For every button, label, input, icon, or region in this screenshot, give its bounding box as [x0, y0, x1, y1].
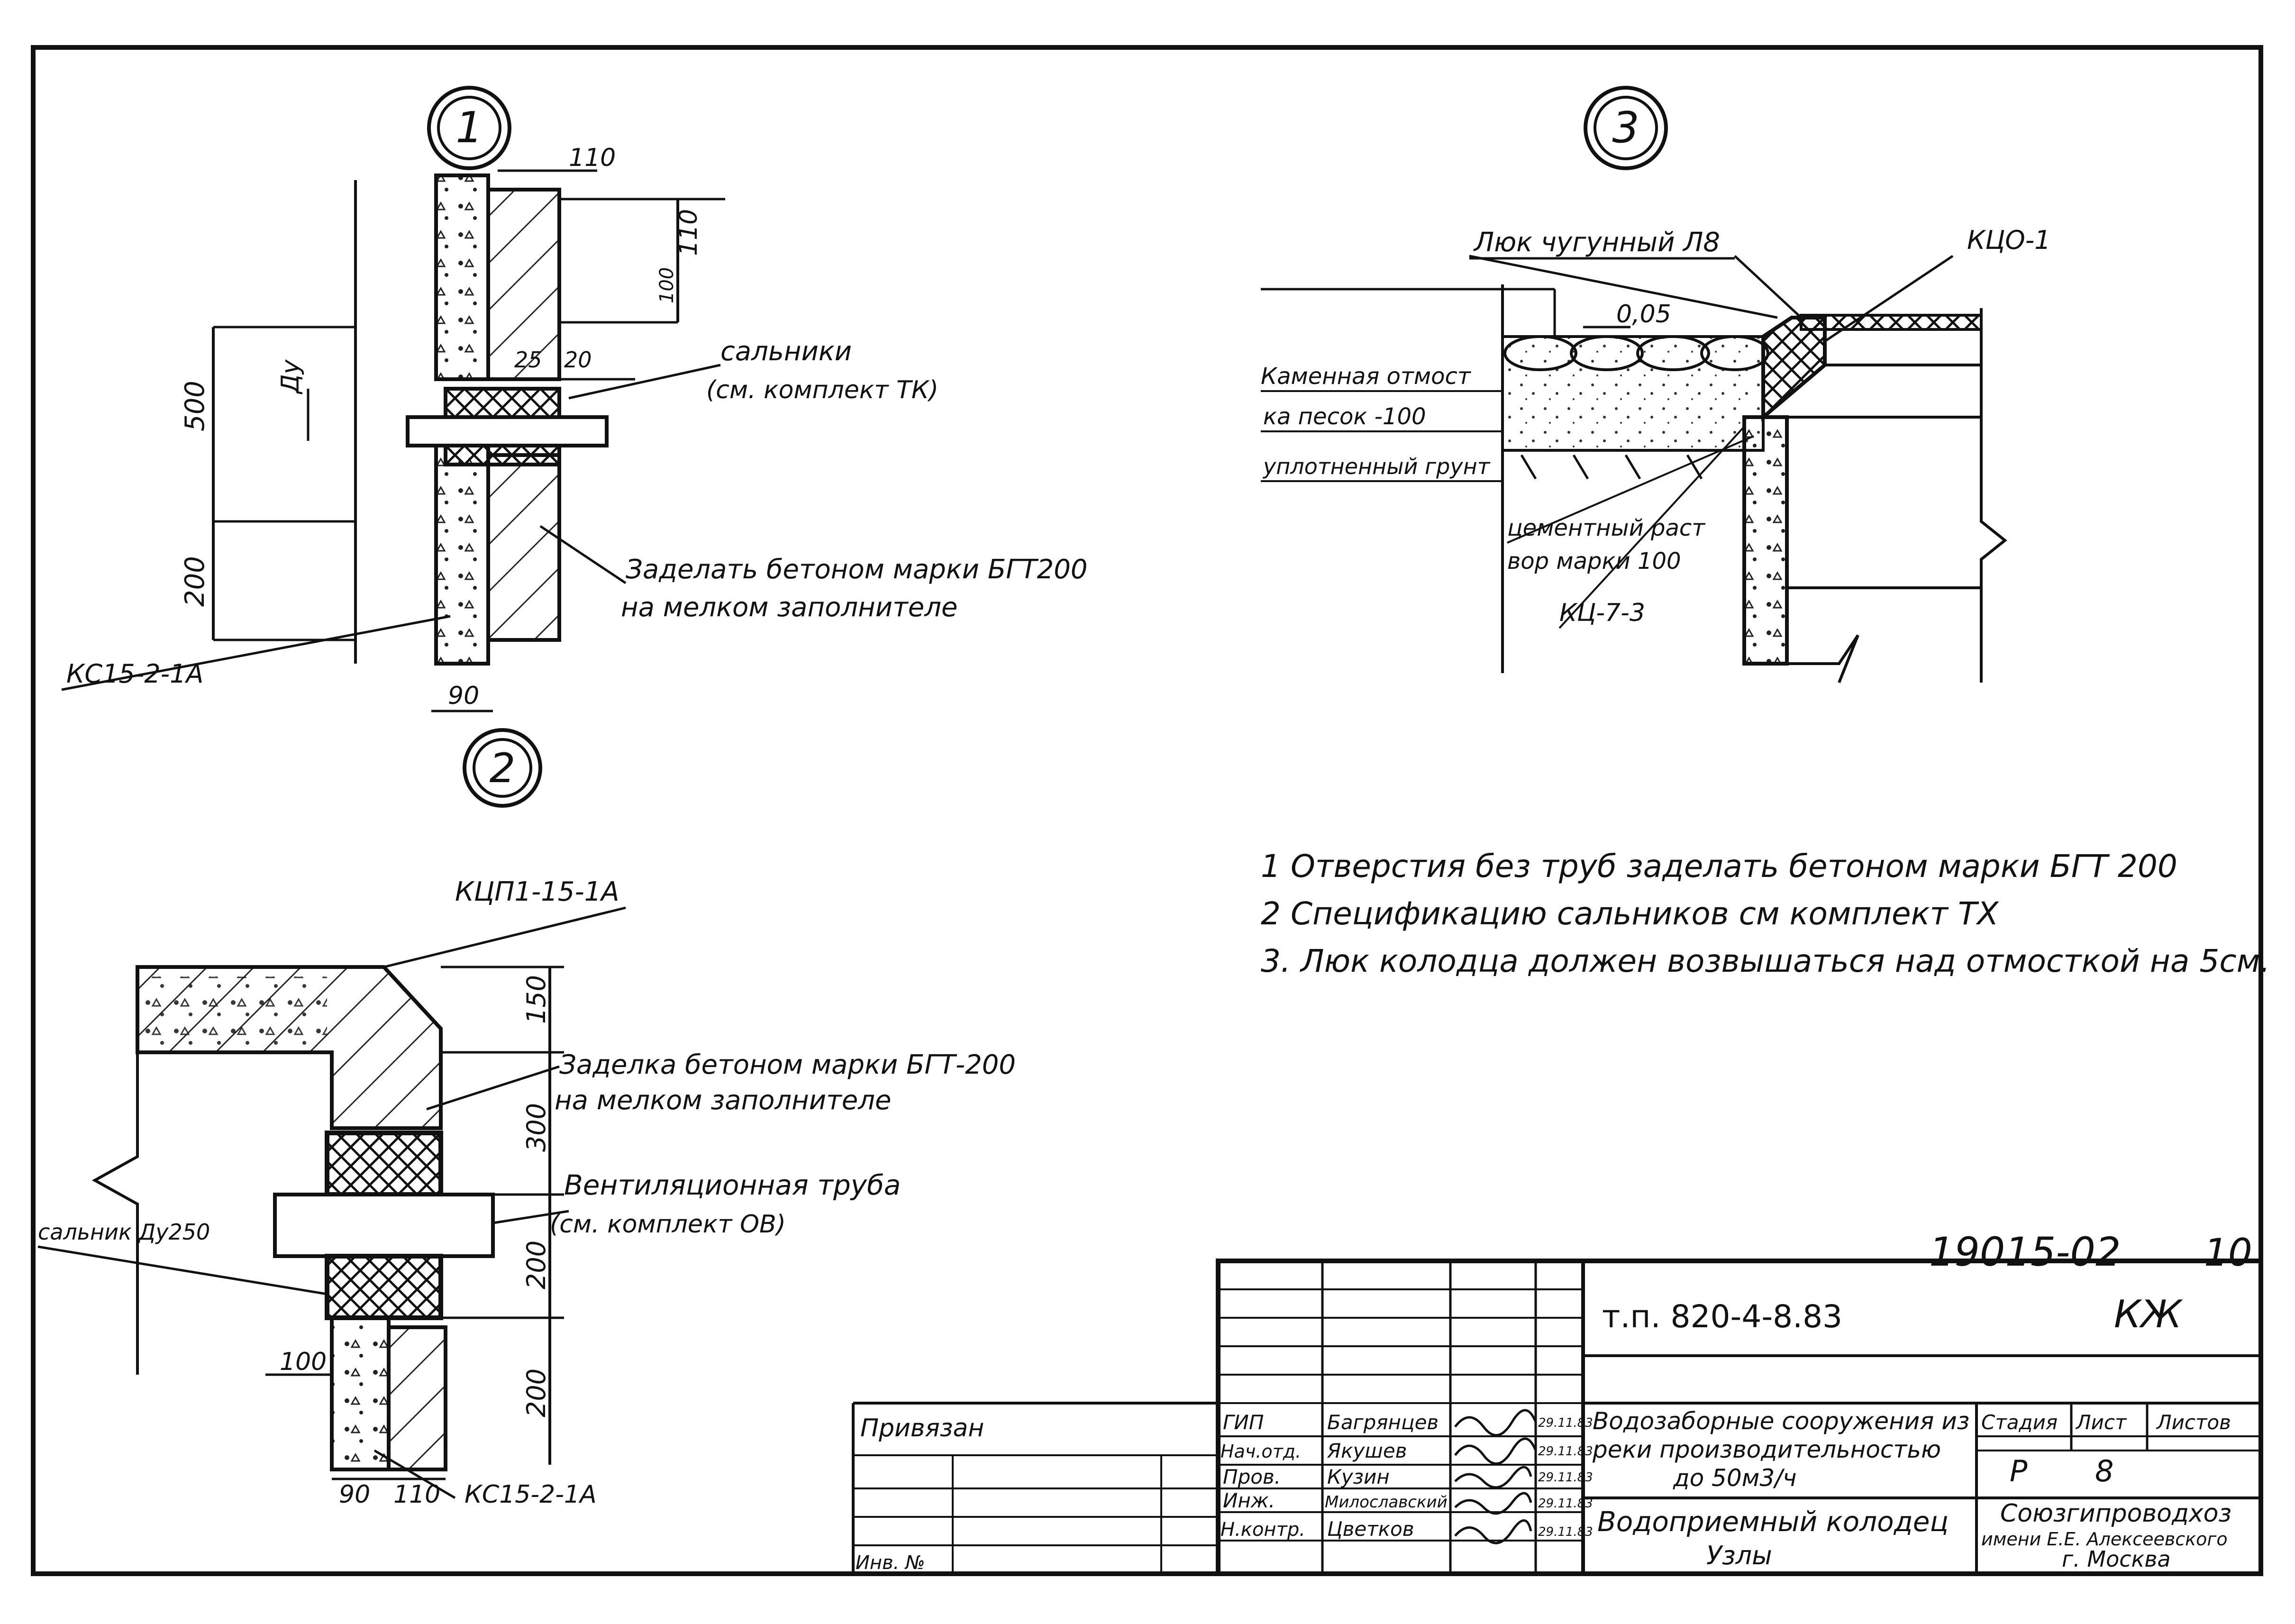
sheet-value: 8	[2095, 1454, 2113, 1488]
doc-code: 19015-02	[1929, 1229, 2121, 1275]
note-3: 3. Люк колодца должен возвышаться над от…	[1261, 943, 2270, 979]
signatures	[1454, 1409, 1537, 1544]
ring-kc	[1742, 415, 1789, 666]
label-ring-2: КС15-2-1А	[464, 1480, 597, 1509]
name-1: Багрянцев	[1327, 1411, 1439, 1434]
label-glands-ref: (см. комплект ТК)	[706, 376, 938, 404]
label-pipe-1: Вентиляционная труба	[564, 1169, 901, 1201]
dim-100: 100	[280, 1348, 327, 1376]
dim-300: 300	[521, 1103, 551, 1152]
node-3-label: 3	[1612, 103, 1639, 153]
detail-2: 2 КЦП1-15-1А 150 300 200 200 100 90 110 …	[37, 728, 1016, 1509]
sheet-number: 10	[2204, 1231, 2252, 1275]
label-fill-2: на мелком заполнителе	[621, 592, 957, 623]
node-1-label: 1	[455, 103, 483, 153]
title-block: 19015-02 10 Привязан Инв. №	[852, 1229, 2263, 1576]
tied-label: Привязан	[860, 1414, 984, 1442]
sheet-frame	[31, 45, 2263, 1576]
dim-25: 25	[514, 347, 542, 373]
label-layer-3: уплотненный грунт	[1262, 454, 1491, 479]
label-mortar-1: цементный раст	[1507, 515, 1706, 541]
detail-3: 3 Люк чугунный Л8 КЦО-1	[1261, 86, 2051, 684]
node-2-circle	[463, 728, 542, 808]
date-1: 29.11.83	[1538, 1416, 1593, 1430]
node-1-circle	[427, 86, 511, 170]
label-layer-1: Каменная отмост	[1261, 363, 1472, 390]
dim-200: 200	[180, 556, 210, 607]
node-2-label: 2	[490, 745, 516, 792]
hatch-collar	[1761, 316, 1827, 421]
project-code: т.п. 820-4-8.83	[1602, 1298, 1842, 1335]
dim-20: 20	[564, 347, 592, 373]
dim-du: Ду	[276, 359, 305, 394]
org-3: г. Москва	[2062, 1546, 2171, 1572]
dim-500: 500	[180, 381, 210, 431]
sheets-header: Листов	[2156, 1411, 2231, 1434]
label-slab: КЦП1-15-1А	[455, 876, 619, 907]
notes: 1 Отверстия без труб заделать бетоном ма…	[1261, 848, 2270, 979]
label-layer-2: ка песок -100	[1263, 403, 1426, 430]
title-line-2: реки производительностью	[1592, 1436, 1941, 1463]
label-glands: сальники	[720, 336, 852, 367]
dim-110-side: 110	[674, 209, 703, 256]
gravel-layer	[1501, 335, 1765, 452]
name-4: Милославский	[1325, 1493, 1448, 1512]
label-hatch: Люк чугунный Л8	[1473, 227, 1720, 258]
label-fill-1: Заделать бетоном марки БГТ200	[626, 554, 1088, 585]
stage-value: Р	[2010, 1454, 2028, 1488]
title-line-1: Водозаборные сооружения из	[1593, 1407, 1969, 1435]
label-ring-1: КС15-2-1А	[66, 659, 203, 689]
role-inzh: Инж.	[1223, 1489, 1275, 1512]
role-gip: ГИП	[1223, 1411, 1264, 1434]
inv-label: Инв. №	[856, 1552, 925, 1574]
dim-100: 100	[656, 267, 678, 303]
name-2: Якушев	[1327, 1439, 1407, 1462]
org-2: имени Е.Е. Алексеевского	[1981, 1529, 2228, 1550]
mark: КЖ	[2114, 1292, 2183, 1336]
date-2: 29.11.83	[1538, 1444, 1593, 1459]
dim-200b: 200	[521, 1369, 551, 1417]
dim-200a: 200	[521, 1241, 551, 1289]
dim-110-top: 110	[569, 144, 616, 172]
label-pipe-2: (см. комплект ОВ)	[550, 1210, 786, 1239]
label-fill-2: на мелком заполнителе	[555, 1085, 891, 1116]
role-nach: Нач.отд.	[1220, 1441, 1301, 1462]
detail-1: 1 110 110 100 Ду 25 20 500 200 90 сальни…	[61, 86, 1088, 712]
dim-005: 0,05	[1616, 300, 1671, 328]
date-5: 29.11.83	[1538, 1525, 1593, 1539]
gland-250-top	[325, 1131, 443, 1197]
note-1: 1 Отверстия без труб заделать бетоном ма…	[1261, 848, 2177, 885]
stage-header: Стадия	[1981, 1411, 2058, 1434]
label-mortar-2: вор марки 100	[1507, 548, 1681, 575]
subtitle-2: Узлы	[1706, 1541, 1772, 1570]
ring-wall-upper	[434, 173, 490, 381]
subtitle-1: Водоприемный колодец	[1597, 1505, 1949, 1538]
dim-90: 90	[448, 682, 479, 710]
role-prov: Пров.	[1223, 1465, 1281, 1488]
date-4: 29.11.83	[1538, 1496, 1593, 1511]
manhole-cover	[1800, 314, 1983, 331]
role-nkontr: Н.контр.	[1220, 1519, 1305, 1541]
sheet-header: Лист	[2075, 1411, 2127, 1434]
label-kco: КЦО-1	[1967, 225, 2051, 255]
label-fill-1: Заделка бетоном марки БГТ-200	[559, 1049, 1016, 1080]
org-1: Союзгипроводхоз	[2000, 1499, 2231, 1528]
title-line-3: до 50м3/ч	[1673, 1464, 1797, 1492]
dim-150: 150	[521, 975, 551, 1024]
date-3: 29.11.83	[1538, 1470, 1593, 1485]
gland-body	[444, 387, 561, 419]
name-5: Цветков	[1327, 1517, 1414, 1541]
vent-pipe	[273, 1193, 495, 1258]
note-2: 2 Спецификацию сальников см комплект ТХ	[1261, 895, 1999, 932]
pipe-stub	[406, 415, 609, 447]
name-3: Кузин	[1327, 1465, 1390, 1488]
dim-90: 90	[339, 1480, 370, 1509]
node-3-circle	[1584, 86, 1668, 170]
label-gland-250: сальник Ду250	[38, 1219, 210, 1245]
